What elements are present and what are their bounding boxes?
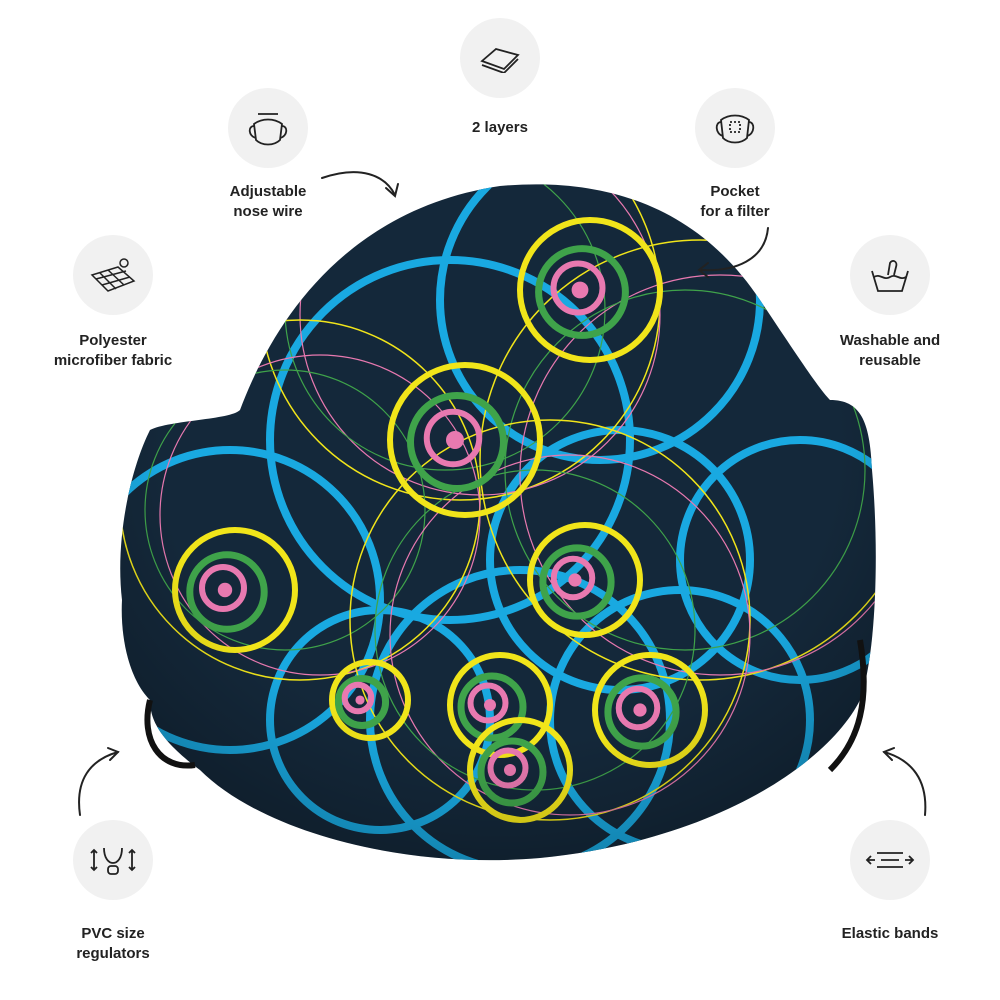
layers-icon [460,18,540,98]
fabric-icon [73,235,153,315]
feature-polyester: Polyester microfiber fabric [13,235,213,371]
feature-label: regulators [76,945,150,962]
mask-wire-icon [228,88,308,168]
feature-label: Elastic bands [841,925,939,942]
feature-label: for a filter [700,203,770,220]
feature-label: nose wire [233,203,303,220]
feature-washable: Washable and reusable [790,235,990,371]
wash-icon [850,235,930,315]
feature-label: 2 layers [472,119,528,136]
feature-label: Pocket [710,183,760,200]
feature-label: Polyester [79,332,147,349]
regulator-icon [73,820,153,900]
feature-two-layers: 2 layers [400,18,600,138]
elastic-band-icon [850,820,930,900]
filter-pocket-icon [695,88,775,168]
feature-label: Adjustable [229,183,307,200]
feature-label: microfiber fabric [53,352,173,369]
feature-elastic: Elastic bands [790,820,990,944]
feature-label: reusable [859,352,921,369]
feature-nose-wire: Adjustable nose wire [168,88,368,222]
feature-pvc: PVC size regulators [13,820,213,964]
feature-pocket: Pocket for a filter [635,88,835,222]
feature-label: PVC size [81,925,145,942]
feature-label: Washable and [839,332,941,349]
